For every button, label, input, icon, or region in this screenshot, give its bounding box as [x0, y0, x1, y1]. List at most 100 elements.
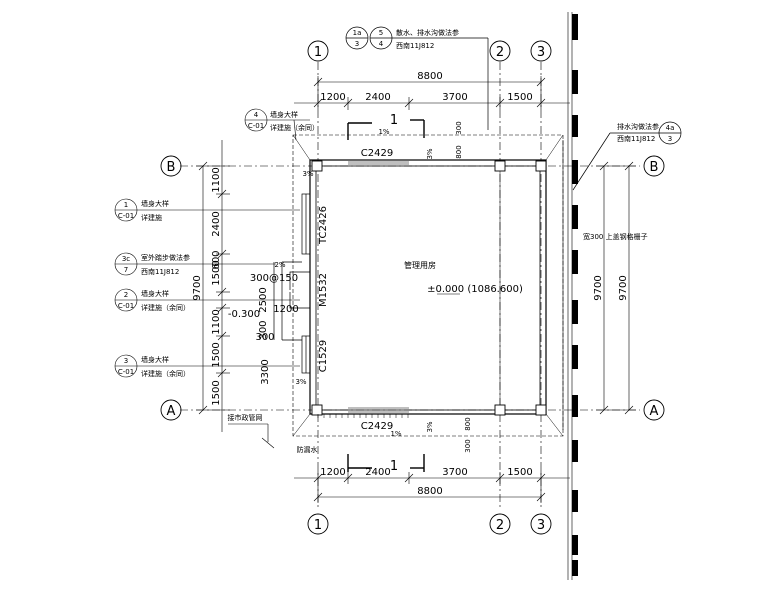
callout-top-text: 散水、排水沟做法参 [396, 28, 459, 37]
pipe-label: 接市政管网 [228, 413, 263, 422]
left-small-1200: 1200 [273, 304, 298, 315]
callout-top-num2: 5 [379, 29, 383, 37]
building-walls [309, 159, 547, 415]
callout-wall3-den: C-01 [118, 368, 134, 376]
axis-label-top-3: 3 [537, 45, 545, 60]
trench-note: 宽300 上盖钢格栅子 [583, 232, 648, 241]
callout-step-num: 3c [122, 255, 130, 263]
left-small-3300: 3300 [260, 359, 271, 384]
bottom-total-dim: 8800 [417, 486, 442, 497]
slope-3pct-3: 3% [426, 148, 434, 159]
callout-right-ref: 西南11J812 [617, 134, 655, 143]
slope-3pct-1: 3% [302, 170, 313, 178]
callout-top-den2: 4 [379, 40, 384, 48]
floor-elevation: ±0.000 (1086.600) [427, 284, 523, 295]
callout-right-den: 3 [668, 135, 672, 143]
slope-top: 1% [378, 128, 389, 136]
left-seg-1: 1100 [211, 167, 222, 192]
callout-wall1-den: C-01 [118, 212, 134, 220]
callout-step-text: 室外踏步做法参 [141, 253, 190, 262]
bottom-dimension-lines [294, 470, 570, 503]
slope-bottom: 1% [390, 430, 401, 438]
top-seg-1: 1200 [320, 92, 345, 103]
pipe-leader [228, 423, 275, 449]
callout-right-text: 排水沟做法参 [617, 122, 659, 131]
windows [348, 161, 409, 413]
bottom-grating [317, 414, 409, 418]
right-total-2: 9700 [618, 275, 629, 300]
level-neg: -0.300 [228, 309, 260, 320]
right-total-1: 9700 [593, 275, 604, 300]
callout-wall2-den: C-01 [118, 302, 134, 310]
dim-top-800: 800 [455, 145, 463, 158]
section-label-top: 1 [390, 113, 398, 128]
callout-top [345, 26, 489, 130]
left-seg-7: 1500 [211, 380, 222, 405]
callout-wall3-num: 3 [124, 357, 128, 365]
axis-label-left-a: A [167, 404, 176, 419]
room-name: 管理用房 [404, 260, 436, 270]
window-bottom-label: C2429 [361, 421, 393, 432]
section-marks [347, 119, 425, 472]
left-seg-4: 600 [211, 250, 222, 269]
dim-top-300: 300 [455, 121, 463, 134]
axis-label-top-2: 2 [496, 45, 504, 60]
left-small-300: 300 [255, 332, 274, 343]
callout-left-leaders [114, 108, 310, 378]
axis-label-top-1: 1 [314, 45, 322, 60]
callout-wall1-num: 1 [124, 201, 128, 209]
left-wall-openings [273, 193, 311, 374]
callout-wall4-sub: 详建施（余同） [270, 123, 319, 132]
left-seg-3: 1500 [211, 260, 222, 285]
right-drain-trench [562, 12, 573, 580]
left-small-300b: 300 [258, 320, 269, 339]
callout-right [572, 121, 682, 191]
axis-label-bottom-3: 3 [537, 518, 545, 533]
left-seg-6: 1500 [211, 342, 222, 367]
right-dimension-lines [596, 161, 636, 415]
axis-bubbles [160, 40, 665, 535]
left-seg-2: 2400 [211, 211, 222, 236]
callout-step-ref: 西南11J812 [141, 267, 179, 276]
callout-wall3-sub: 详建施（余同） [141, 369, 190, 378]
callout-top-ref: 西南11J812 [396, 41, 434, 50]
drain-label: 防漏水 [297, 445, 318, 454]
callout-wall2-text: 墙身大样 [141, 289, 169, 298]
callout-step-den: 7 [124, 266, 128, 274]
right-grating-blocks [572, 14, 578, 576]
left-total-dim: 9700 [192, 275, 203, 300]
bottom-seg-1: 1200 [320, 467, 345, 478]
window-c1529-label: C1529 [318, 340, 329, 372]
top-seg-2: 2400 [365, 92, 390, 103]
top-total-dim: 8800 [417, 71, 442, 82]
axis-label-bottom-2: 2 [496, 518, 504, 533]
door-label: M1532 [318, 273, 329, 307]
axis-label-bottom-1: 1 [314, 518, 322, 533]
slope-3pct-2: 3% [295, 378, 306, 386]
callout-top-den1: 3 [355, 40, 359, 48]
callout-wall3-text: 墙身大样 [141, 355, 169, 364]
dim-bottom-300: 300 [464, 439, 472, 452]
bottom-seg-3: 3700 [442, 467, 467, 478]
section-label-bottom: 1 [390, 459, 398, 474]
window-tc-label: TC2426 [318, 206, 329, 245]
top-seg-3: 3700 [442, 92, 467, 103]
top-dimension-lines [294, 76, 570, 110]
callout-wall4-text: 墙身大样 [270, 110, 298, 119]
slope-2pct: 2% [274, 261, 285, 269]
axis-label-left-b: B [167, 160, 176, 175]
callout-wall4-num: 4 [254, 111, 259, 119]
left-seg-5: 1100 [211, 309, 222, 334]
axis-label-right-b: B [650, 160, 659, 175]
slope-3pct-4: 3% [426, 421, 434, 432]
bottom-seg-4: 1500 [507, 467, 532, 478]
window-top-label: C2429 [361, 148, 393, 159]
top-seg-4: 1500 [507, 92, 532, 103]
callout-right-num: 4a [666, 124, 675, 132]
callout-top-num1: 1a [353, 29, 362, 37]
left-dimension-lines [196, 140, 230, 432]
callout-wall2-sub: 详建施（余同） [141, 303, 190, 312]
axis-label-right-a: A [650, 404, 659, 419]
callout-wall1-sub: 详建施 [141, 213, 162, 222]
